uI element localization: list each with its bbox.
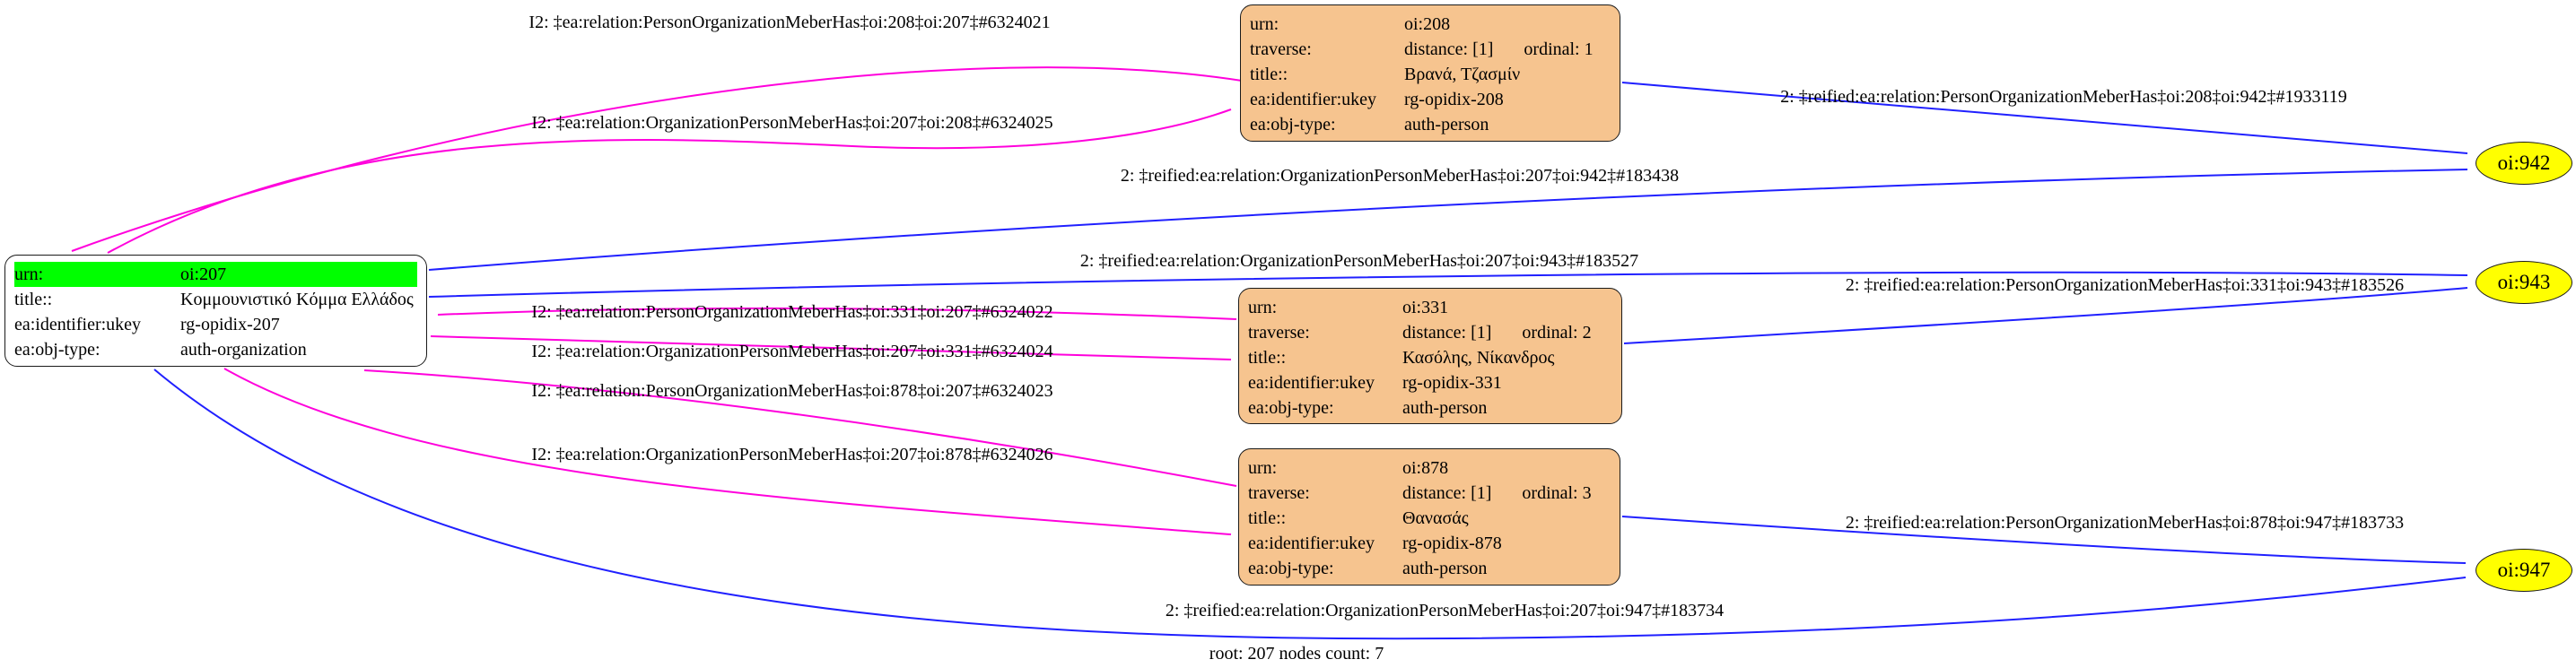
record-row-urn: urn: oi:207 xyxy=(14,262,417,287)
node-oi-208[interactable]: urn: oi:208 traverse: distance: [1] ordi… xyxy=(1240,4,1620,142)
edge-label-e7: I2: ‡ea:relation:PersonOrganizationMeber… xyxy=(531,302,1053,322)
node-oi-947[interactable]: oi:947 xyxy=(2476,549,2572,592)
field-value: auth-organization xyxy=(180,340,307,360)
field-value: Κομμουνιστικό Κόμμα Ελλάδος xyxy=(180,290,414,309)
field-label: title:: xyxy=(1250,65,1288,84)
record-row-title: title:: Βρανά, Τζασμίν xyxy=(1250,62,1611,87)
record-row-objtype: ea:obj-type: auth-organization xyxy=(14,337,417,362)
edge-oi207-to-oi208 xyxy=(107,108,1232,254)
field-label: ea:obj-type: xyxy=(14,340,100,360)
field-value: Θανασάς xyxy=(1402,508,1469,528)
record-row-traverse: traverse: distance: [1] ordinal: 3 xyxy=(1248,481,1611,506)
traverse-ordinal: ordinal: 1 xyxy=(1524,39,1594,59)
field-value: rg-opidix-331 xyxy=(1402,373,1502,393)
record-row-ukey: ea:identifier:ukey rg-opidix-207 xyxy=(14,312,417,337)
record-row-title: title:: Κομμουνιστικό Κόμμα Ελλάδος xyxy=(14,287,417,312)
edge-label-e1: I2: ‡ea:relation:PersonOrganizationMeber… xyxy=(528,13,1051,32)
traverse-distance: distance: [1] xyxy=(1402,323,1492,343)
edge-label-e11: 2: ‡reified:ea:relation:PersonOrganizati… xyxy=(1845,513,2405,533)
field-label: urn: xyxy=(1248,458,1278,478)
field-label: traverse: xyxy=(1250,39,1312,59)
edge-label-e2: I2: ‡ea:relation:OrganizationPersonMeber… xyxy=(531,113,1053,133)
record-row-urn: urn: oi:208 xyxy=(1250,12,1611,37)
record-row-urn: urn: oi:878 xyxy=(1248,455,1611,481)
record-row-objtype: ea:obj-type: auth-person xyxy=(1250,112,1611,137)
edge-oi878-to-oi207 xyxy=(363,369,1237,487)
node-oi-207[interactable]: urn: oi:207 title:: Κομμουνιστικό Κόμμα … xyxy=(4,255,427,367)
field-label: urn: xyxy=(1248,298,1278,317)
field-value: distance: [1] ordinal: 3 xyxy=(1402,481,1611,506)
ellipse-label: oi:947 xyxy=(2497,559,2551,581)
field-label: title:: xyxy=(1248,348,1287,368)
edge-label-e10: I2: ‡ea:relation:OrganizationPersonMeber… xyxy=(531,445,1053,464)
field-value: rg-opidix-878 xyxy=(1402,534,1502,553)
edge-oi207-to-oi943 xyxy=(428,271,2468,298)
field-label: ea:obj-type: xyxy=(1248,559,1334,578)
edge-label-e3: 2: ‡reified:ea:relation:PersonOrganizati… xyxy=(1780,87,2347,107)
record-row-traverse: traverse: distance: [1] ordinal: 2 xyxy=(1248,320,1612,345)
record-row-traverse: traverse: distance: [1] ordinal: 1 xyxy=(1250,37,1611,62)
field-label: urn: xyxy=(1250,14,1279,34)
field-value: oi:207 xyxy=(180,265,227,284)
field-label: ea:obj-type: xyxy=(1250,115,1336,134)
field-label: ea:obj-type: xyxy=(1248,398,1334,418)
edge-label-e9: I2: ‡ea:relation:PersonOrganizationMeber… xyxy=(531,381,1053,401)
record-row-objtype: ea:obj-type: auth-person xyxy=(1248,395,1612,421)
field-label: traverse: xyxy=(1248,323,1310,343)
field-label: ea:identifier:ukey xyxy=(14,315,142,334)
field-value: auth-person xyxy=(1404,115,1489,134)
edge-label-e6: 2: ‡reified:ea:relation:PersonOrganizati… xyxy=(1845,275,2405,295)
node-oi-878[interactable]: urn: oi:878 traverse: distance: [1] ordi… xyxy=(1238,448,1620,586)
edge-oi207-to-oi947 xyxy=(153,369,2467,640)
record-row-ukey: ea:identifier:ukey rg-opidix-331 xyxy=(1248,370,1612,395)
edge-oi207-to-oi942 xyxy=(428,169,2468,271)
edge-oi208-to-oi207 xyxy=(71,66,1243,252)
traverse-distance: distance: [1] xyxy=(1402,483,1492,503)
field-value: oi:208 xyxy=(1404,14,1451,34)
field-value: auth-person xyxy=(1402,559,1488,578)
edge-oi331-to-oi207 xyxy=(437,307,1237,320)
node-oi-943[interactable]: oi:943 xyxy=(2476,261,2572,304)
node-oi-942[interactable]: oi:942 xyxy=(2476,142,2572,185)
field-label: ea:identifier:ukey xyxy=(1248,534,1375,553)
field-label: ea:identifier:ukey xyxy=(1250,90,1377,109)
field-value: oi:331 xyxy=(1402,298,1449,317)
edge-oi207-to-oi878 xyxy=(223,368,1232,535)
edge-label-e8: I2: ‡ea:relation:OrganizationPersonMeber… xyxy=(531,342,1053,361)
field-value: distance: [1] ordinal: 2 xyxy=(1402,320,1612,345)
traverse-ordinal: ordinal: 3 xyxy=(1522,483,1592,503)
record-row-urn: urn: oi:331 xyxy=(1248,295,1612,320)
record-row-objtype: ea:obj-type: auth-person xyxy=(1248,556,1611,581)
edge-label-e12: 2: ‡reified:ea:relation:OrganizationPers… xyxy=(1165,601,1725,620)
record-row-title: title:: Κασόλης, Νίκανδρος xyxy=(1248,345,1612,370)
record-row-ukey: ea:identifier:ukey rg-opidix-208 xyxy=(1250,87,1611,112)
field-value: Κασόλης, Νίκανδρος xyxy=(1402,348,1555,368)
field-value: oi:878 xyxy=(1402,458,1449,478)
field-label: title:: xyxy=(14,290,53,309)
field-label: urn: xyxy=(14,265,44,284)
field-value: distance: [1] ordinal: 1 xyxy=(1404,37,1611,62)
field-label: title:: xyxy=(1248,508,1287,528)
ellipse-label: oi:943 xyxy=(2497,271,2551,293)
edge-oi331-to-oi943 xyxy=(1623,287,2468,344)
node-oi-331[interactable]: urn: oi:331 traverse: distance: [1] ordi… xyxy=(1238,288,1622,424)
edge-label-e5: 2: ‡reified:ea:relation:OrganizationPers… xyxy=(1079,251,1639,271)
root-count-label: root: 207 nodes count: 7 xyxy=(1209,644,1384,664)
field-label: traverse: xyxy=(1248,483,1310,503)
field-value: rg-opidix-207 xyxy=(180,315,280,334)
field-value: rg-opidix-208 xyxy=(1404,90,1504,109)
traverse-distance: distance: [1] xyxy=(1404,39,1494,59)
traverse-ordinal: ordinal: 2 xyxy=(1522,323,1592,343)
edge-oi878-to-oi947 xyxy=(1621,516,2467,564)
record-row-title: title:: Θανασάς xyxy=(1248,506,1611,531)
ellipse-label: oi:942 xyxy=(2497,152,2551,174)
field-label: ea:identifier:ukey xyxy=(1248,373,1375,393)
field-value: Βρανά, Τζασμίν xyxy=(1404,65,1521,84)
edge-label-e4: 2: ‡reified:ea:relation:OrganizationPers… xyxy=(1120,166,1680,186)
edge-oi208-to-oi942 xyxy=(1621,82,2468,154)
field-value: auth-person xyxy=(1402,398,1488,418)
record-row-ukey: ea:identifier:ukey rg-opidix-878 xyxy=(1248,531,1611,556)
